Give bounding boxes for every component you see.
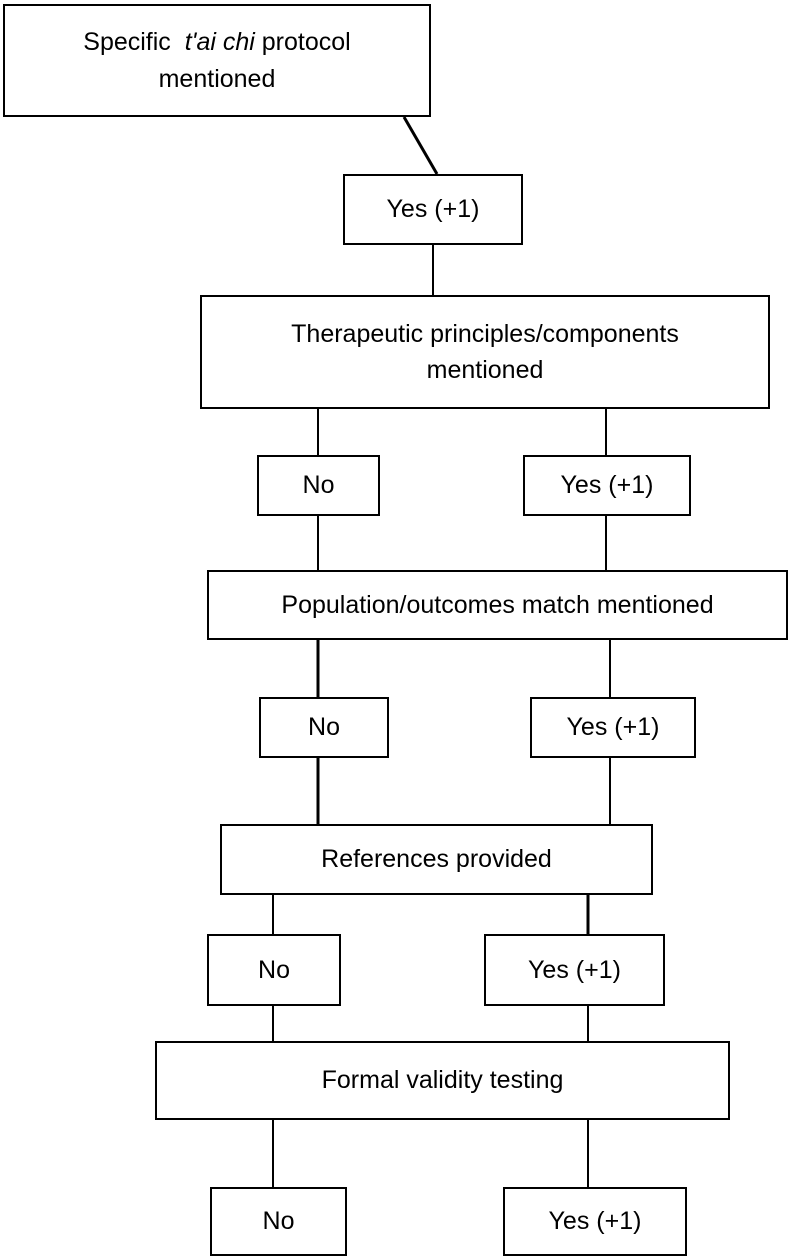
node-step4-no: No [207, 934, 341, 1006]
node-step3-yes: Yes (+1) [530, 697, 696, 758]
node-step5-no: No [210, 1187, 347, 1256]
node-step4-yes: Yes (+1) [484, 934, 665, 1006]
protocol-suffix: protocol [261, 28, 351, 57]
node-step2-yes: Yes (+1) [523, 455, 691, 516]
node-step3-no: No [259, 697, 389, 758]
therapeutic-line1: Therapeutic principles/components [291, 319, 679, 348]
node-validity-label: Formal validity testing [321, 1066, 564, 1095]
node-step1-yes: Yes (+1) [343, 174, 523, 245]
protocol-prefix: Specific [83, 28, 171, 57]
node-specific-protocol-label: Specific t'ai chi protocol mentioned [83, 24, 350, 97]
protocol-emphasis: t'ai chi [184, 28, 255, 57]
node-step3-yes-label: Yes (+1) [566, 713, 660, 742]
node-references-provided: References provided [220, 824, 653, 895]
node-step4-yes-label: Yes (+1) [528, 955, 621, 984]
node-step5-yes: Yes (+1) [503, 1187, 687, 1256]
node-step2-no-label: No [302, 471, 335, 500]
node-population-label: Population/outcomes match mentioned [281, 590, 714, 619]
node-step4-no-label: No [258, 955, 290, 984]
therapeutic-line2: mentioned [426, 356, 544, 384]
node-therapeutic-principles: Therapeutic principles/components mentio… [200, 295, 770, 409]
node-formal-validity-testing: Formal validity testing [155, 1041, 730, 1120]
protocol-line2: mentioned [158, 64, 276, 93]
node-step5-no-label: No [262, 1207, 295, 1236]
node-step2-yes-label: Yes (+1) [560, 471, 654, 500]
node-population-outcomes: Population/outcomes match mentioned [207, 570, 788, 640]
connector-protocol-to-yes [402, 116, 439, 175]
node-specific-protocol: Specific t'ai chi protocol mentioned [3, 4, 431, 117]
node-step2-no: No [257, 455, 380, 516]
node-step5-yes-label: Yes (+1) [548, 1207, 642, 1236]
node-step1-yes-label: Yes (+1) [386, 195, 480, 224]
node-references-label: References provided [321, 845, 552, 874]
node-step3-no-label: No [308, 713, 340, 742]
node-therapeutic-label: Therapeutic principles/components mentio… [291, 316, 679, 389]
